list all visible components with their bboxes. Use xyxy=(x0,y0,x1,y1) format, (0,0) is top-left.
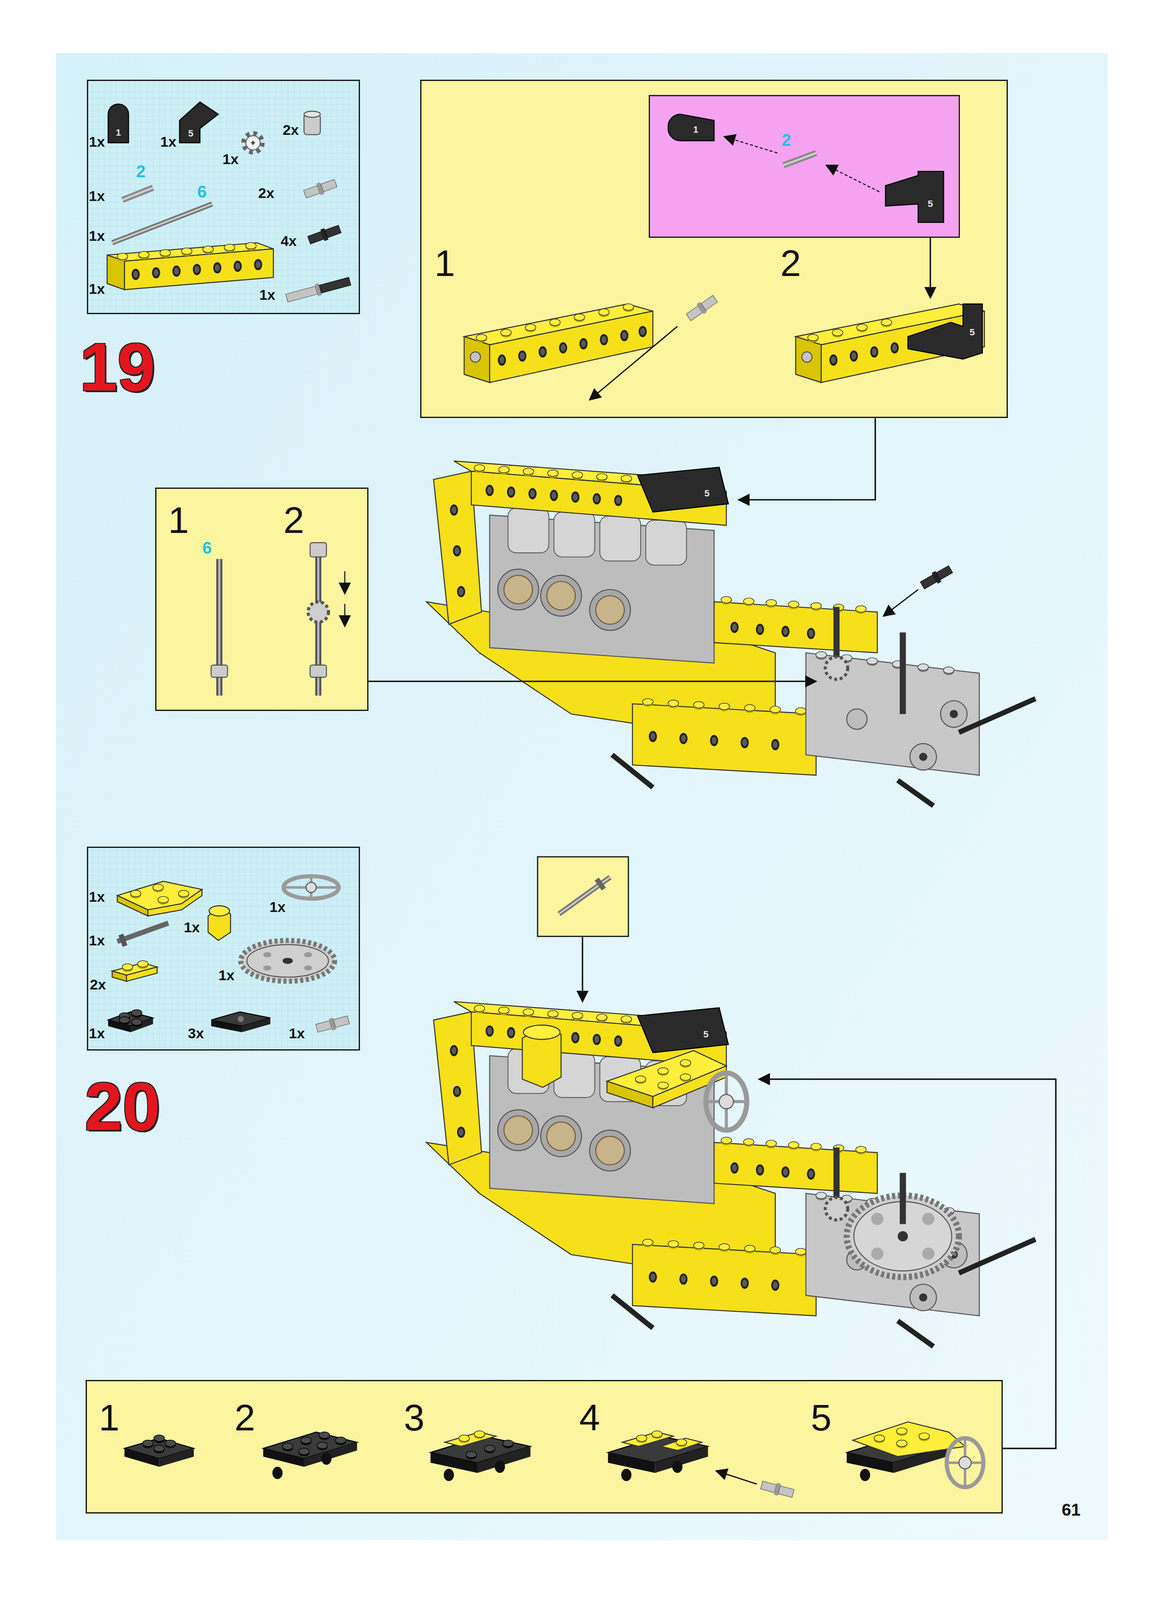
part-count: 1x xyxy=(183,920,200,935)
part-count: 1x xyxy=(160,134,177,149)
callout-box: 1 2 6 xyxy=(155,487,369,712)
part-number: 5 xyxy=(188,128,194,139)
substep-number: 4 xyxy=(579,1399,600,1437)
length-number: 2 xyxy=(781,131,792,149)
part-count: 2x xyxy=(89,977,106,992)
part-number: 5 xyxy=(704,488,710,499)
callout-box: 1 2 3 4 5 xyxy=(85,1380,1003,1514)
part-number: 1 xyxy=(115,128,121,138)
step-number: 20 xyxy=(84,1072,161,1141)
part-count: 1x xyxy=(259,287,276,302)
part-count: 4x xyxy=(280,233,297,249)
parts-list-box: 1 1x 5 1x 2x 1x 2 1x 6 2x 1x 4x 1x 1x xyxy=(86,79,361,315)
length-number: 6 xyxy=(197,183,207,201)
substep-number: 2 xyxy=(283,501,305,539)
part-count: 1x xyxy=(218,967,235,983)
parts-list-box: 1x 1x 1x 1x 1x 2x 1x 3x 1x xyxy=(86,846,361,1051)
substep-number: 1 xyxy=(98,1399,120,1437)
part-count: 1x xyxy=(89,134,106,149)
substep-number: 3 xyxy=(403,1399,425,1437)
part-count: 1x xyxy=(89,228,106,243)
substep-box: 1 2 5 xyxy=(648,94,960,238)
part-count: 1x xyxy=(222,151,239,167)
part-count: 2x xyxy=(258,185,275,201)
part-number: 1 xyxy=(693,125,699,135)
length-number: 2 xyxy=(136,162,146,180)
part-count: 1x xyxy=(89,933,106,948)
part-count: 2x xyxy=(282,122,299,137)
substep-number: 5 xyxy=(810,1399,832,1437)
part-number: 5 xyxy=(927,199,933,209)
substep-number: 2 xyxy=(780,244,801,282)
part-count: 1x xyxy=(269,899,286,915)
part-count: 1x xyxy=(89,281,106,296)
length-number: 6 xyxy=(202,539,212,557)
substep-number: 2 xyxy=(234,1399,256,1437)
part-count: 1x xyxy=(89,1026,106,1041)
part-number: 5 xyxy=(703,1029,709,1040)
part-count: 3x xyxy=(187,1026,204,1041)
part-count: 1x xyxy=(89,188,106,204)
page-number: 61 xyxy=(1061,1501,1081,1519)
part-count: 1x xyxy=(89,889,106,904)
substep-number: 1 xyxy=(168,501,190,539)
substep-number: 1 xyxy=(434,244,456,282)
step-number: 19 xyxy=(79,333,156,402)
part-count: 1x xyxy=(288,1026,305,1041)
substep-box: 1 2 5 1 2 5 xyxy=(420,79,1008,419)
part-number: 5 xyxy=(969,327,975,338)
